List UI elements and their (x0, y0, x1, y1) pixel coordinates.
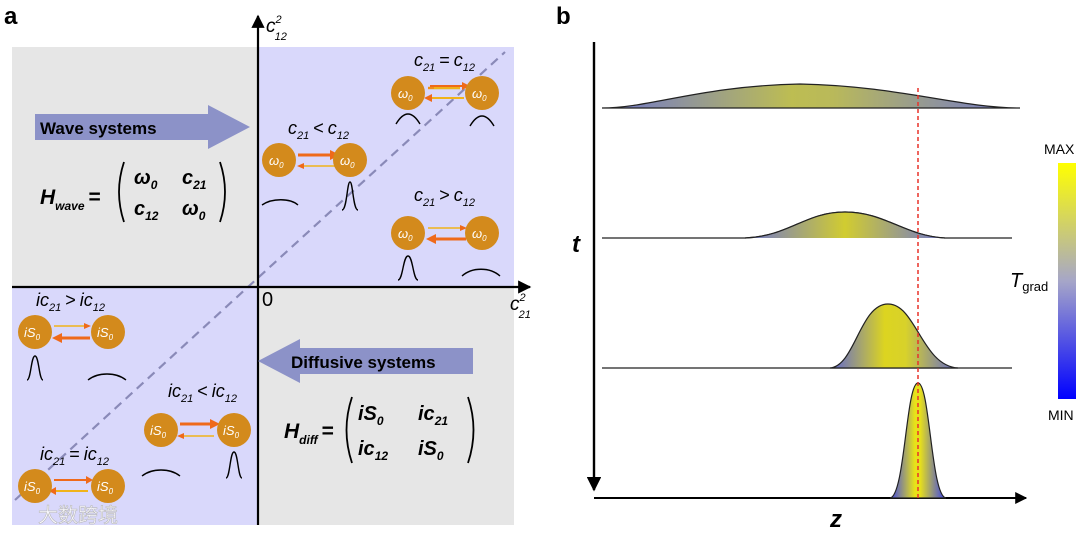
quadrant-iii (12, 287, 258, 525)
svg-text:ω0: ω0 (182, 198, 206, 223)
node-pair-q1-gt: ω0 ω0 (391, 216, 501, 281)
panel-b: b t z MAX MIN Tgrad (556, 3, 1076, 533)
node-pair-q1-eq: ω0 ω0 (391, 76, 499, 127)
diagonal-dashed-line (14, 51, 506, 501)
svg-text:iS0: iS0 (97, 325, 114, 342)
profile-1 (601, 83, 1021, 109)
origin-label: 0 (262, 289, 273, 311)
svg-text:Hdiff=: Hdiff= (284, 420, 334, 447)
relation-q1-eq: c21=c12 (414, 50, 475, 74)
panel-a-label: a (4, 3, 18, 30)
svg-text:ω0: ω0 (398, 86, 413, 103)
svg-text:iS0: iS0 (97, 479, 114, 496)
colorbar-max-label: MAX (1044, 141, 1075, 157)
profile-3 (829, 303, 959, 369)
profile-2-fill (745, 212, 945, 238)
colorbar-min-label: MIN (1048, 407, 1074, 423)
colorbar-title: Tgrad (1010, 270, 1048, 294)
diffusive-systems-label: Diffusive systems (291, 353, 436, 372)
panel-b-label: b (556, 3, 571, 30)
svg-text:iS0: iS0 (150, 423, 167, 440)
relation-q1-gt: c21>c12 (414, 185, 475, 209)
svg-text:ω0: ω0 (134, 167, 158, 192)
h-diff-matrix: Hdiff= iS0 ic21 ic12 iS0 (284, 396, 475, 464)
quadrant-ii (12, 47, 258, 287)
colorbar (1058, 163, 1076, 399)
svg-text:ω0: ω0 (398, 226, 413, 243)
svg-text:c21: c21 (182, 167, 207, 192)
relation-q1-lt: c21<c12 (288, 118, 349, 142)
svg-text:ω0: ω0 (472, 86, 487, 103)
node-pair-q3-gt: iS0 iS0 (18, 315, 127, 381)
svg-text:iS0: iS0 (223, 423, 240, 440)
z-axis-label: z (829, 506, 842, 533)
profile-2-outline (744, 211, 946, 239)
wave-systems-arrow (35, 105, 250, 149)
svg-text:ω0: ω0 (340, 153, 355, 170)
svg-text:Hwave=: Hwave= (40, 186, 101, 213)
node-pair-q3-eq: iS0 iS0 (18, 469, 125, 503)
t-axis-label: t (572, 231, 581, 258)
node-pair-q3-lt: iS0 iS0 (141, 413, 251, 479)
wave-systems-label: Wave systems (40, 119, 157, 138)
svg-text:ic12: ic12 (358, 438, 388, 463)
h-wave-matrix: Hwave= ω0 c21 c12 ω0 (40, 161, 226, 223)
svg-text:iS0: iS0 (24, 479, 41, 496)
svg-text:iS0: iS0 (418, 438, 444, 463)
svg-text:c12: c12 (134, 198, 159, 223)
relation-q3-eq: ic21=ic12 (40, 444, 109, 468)
watermark: 大数跨境 (38, 504, 118, 527)
svg-text:ω0: ω0 (472, 226, 487, 243)
quadrant-iv (258, 287, 514, 525)
diffusive-systems-arrow (258, 339, 473, 383)
svg-text:iS0: iS0 (358, 403, 384, 428)
svg-text:ic21: ic21 (418, 403, 448, 428)
svg-text:iS0: iS0 (24, 325, 41, 342)
node-pair-q1-lt: ω0 ω0 (261, 143, 367, 211)
svg-text:ω0: ω0 (269, 153, 284, 170)
relation-q3-gt: ic21>ic12 (36, 290, 105, 314)
relation-q3-lt: ic21<ic12 (168, 381, 237, 405)
